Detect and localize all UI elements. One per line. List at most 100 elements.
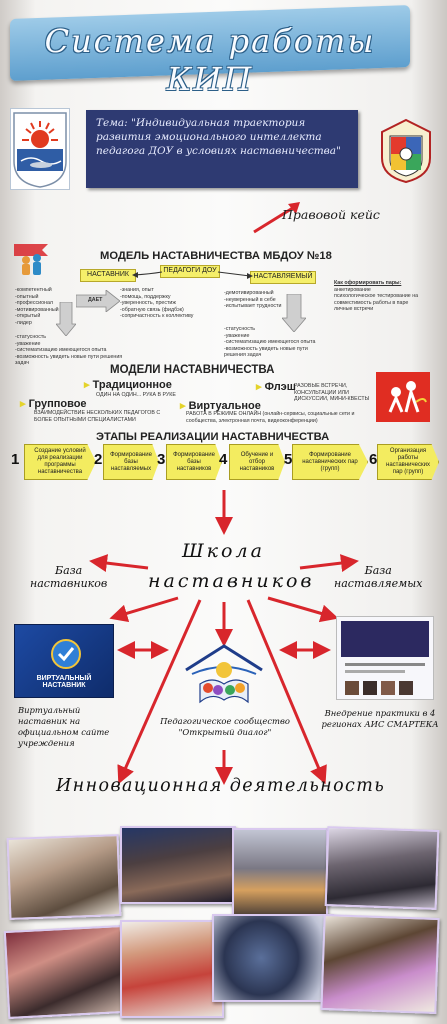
community-caption: Педагогическое сообщество "Открытый диал… — [160, 716, 290, 737]
mentee-base-line1: База — [364, 564, 392, 577]
virtual-mentor-caption: Виртуальный наставник на официальном сай… — [18, 705, 110, 748]
practices-caption: Внедрение практики в 4 регионах АИС СМАР… — [321, 708, 439, 729]
model-links — [132, 271, 253, 279]
collage-photo — [6, 834, 122, 920]
model-virtual-note: РАБОТА В РЕЖИМЕ ОНЛАЙН (онлайн-сервисы, … — [186, 411, 355, 424]
models-title: МОДЕЛИ НАСТАВНИЧЕСТВА — [110, 364, 275, 376]
mentor-gets-arrow-icon — [56, 302, 76, 336]
model-mentee-box: НАСТАВЛЯЕМЫЙ — [250, 271, 316, 284]
person-photo — [399, 681, 413, 695]
collage-photo — [232, 828, 328, 918]
model-mentor-box: НАСТАВНИК — [80, 269, 136, 282]
model-traditional-label: Традиционное — [92, 379, 172, 391]
bullet-icon: ▸ — [20, 398, 29, 410]
mentee-base-line2: наставляемых — [334, 577, 423, 590]
model-title: МОДЕЛЬ НАСТАВНИЧЕСТВА МБДОУ №18 — [100, 250, 332, 262]
mentee-gets: -статусность -уважение -систематизацию и… — [224, 326, 324, 359]
model-virtual: ▸ Виртуальное — [180, 399, 261, 412]
check-mark-icon — [51, 639, 81, 669]
trait-item: -обратную связь (фидбэк) — [120, 306, 184, 313]
trait-item: -уважение — [15, 340, 41, 347]
model-group-label: Групповое — [28, 398, 87, 410]
collage-photo — [120, 826, 236, 904]
collage-photo — [320, 914, 440, 1014]
model-traditional-note: ОДИН НА ОДИН... РУКА В РУКЕ — [96, 392, 176, 398]
model-virtual-label: Виртуальное — [188, 400, 261, 412]
trait-item: -демотивированный — [224, 290, 274, 296]
arrow-icon — [253, 202, 300, 234]
trait-item: -статусность — [224, 326, 256, 332]
mentor-gets: -статусность -уважение -систематизацию и… — [15, 334, 135, 367]
stage-number: 2 — [94, 451, 103, 468]
stage-box: Формирование наставнических пар (групп) — [292, 444, 368, 480]
gives-traits: -знания, опыт -помощь, поддержку -уверен… — [120, 287, 200, 320]
pairs-how-item: анкетирование — [334, 286, 371, 293]
collage-photo — [3, 924, 127, 1020]
trait-item: -систематизацию имеющегося опыта — [224, 339, 316, 345]
trait-item: -возможность увидеть новые пути решения … — [15, 353, 123, 367]
pairs-how: Как оформировать пары: анкетирование пси… — [334, 280, 444, 313]
model-flash-label: Флэш — [264, 381, 296, 393]
trait-item: -открытый — [15, 313, 41, 319]
kindergarten-emblem-icon — [378, 118, 434, 184]
stage-box: Формирование базы наставников — [166, 444, 222, 480]
theme-text: Тема: "Индивидуальная траектория развити… — [96, 117, 341, 157]
model-traditional: ▸ Традиционное — [84, 378, 172, 391]
model-flash: ▸ Флэш — [256, 380, 296, 393]
model-group-note: ВЗАИМОДЕЙСТВИЕ НЕСКОЛЬКИХ ПЕДАГОГОВ С БО… — [34, 410, 161, 423]
stage-number: 4 — [219, 451, 228, 468]
trait-item: -неуверенный в себе — [224, 296, 276, 303]
stage-box: Формирование базы наставляемых — [103, 444, 159, 480]
pairs-how-item: психологическое тестирование на совмести… — [334, 293, 419, 306]
practice-header-image — [341, 621, 429, 657]
stage-number: 1 — [11, 451, 20, 468]
mentor-base-line2: наставников — [30, 577, 108, 590]
model-group: ▸ Групповое — [20, 397, 87, 410]
innovation-title: Инновационная деятельность — [56, 776, 386, 796]
collage-photo — [212, 914, 334, 1002]
pairs-how-title: Как оформировать пары: — [334, 280, 402, 286]
trait-item: -компетентный — [15, 287, 52, 293]
stage-number: 3 — [157, 451, 166, 468]
virtual-mentor-banner: ВИРТУАЛЬНЫЙ НАСТАВНИК — [36, 675, 92, 689]
person-photo — [345, 681, 359, 695]
gives-label: ДАЕТ — [88, 297, 103, 303]
mentor-base-line1: База — [55, 564, 83, 577]
pairs-how-item: личные встречи — [334, 306, 374, 312]
stage-number: 6 — [369, 451, 378, 468]
model-center-box: ПЕДАГОГИ ДОУ — [160, 265, 220, 278]
trait-item: -возможность увидеть новые пути решения … — [224, 345, 308, 359]
stage-number: 5 — [284, 451, 293, 468]
trait-item: -систематизацию имеющегося опыта — [15, 347, 107, 353]
mentee-gets-arrow-icon — [282, 294, 306, 332]
mentee-base: База наставляемых — [334, 564, 422, 590]
trait-item: -сопричастность к коллективу — [120, 313, 194, 319]
open-book-logo-icon — [182, 640, 266, 710]
trait-item: -уважение — [224, 332, 250, 339]
mentor-traits: -компетентный -опытный -профессионал -мо… — [15, 287, 71, 326]
trait-item: -помощь, поддержку — [120, 293, 171, 300]
theme-plate: Тема: "Индивидуальная траектория развити… — [86, 110, 358, 188]
school-title-line1: Школа — [182, 540, 265, 562]
stage-box: Организация работы наставнических пар (г… — [377, 444, 439, 480]
trait-item: -профессионал — [15, 300, 53, 306]
stage-box: Создание условий для реализации программ… — [24, 444, 96, 480]
stage-box: Обучение и отбор наставников — [229, 444, 285, 480]
trait-item: -знания, опыт — [120, 287, 154, 293]
person-photo — [363, 681, 377, 695]
trait-item: -испытывает трудности — [224, 303, 282, 309]
text-line — [345, 663, 425, 666]
bullet-icon: ▸ — [180, 400, 189, 412]
trait-item: -мотивированный — [15, 306, 59, 313]
stages-title: ЭТАПЫ РЕАЛИЗАЦИИ НАСТАВНИЧЕСТВА — [96, 431, 330, 443]
model-flash-note: РАЗОВЫЕ ВСТРЕЧИ, КОНСУЛЬТАЦИИ ИЛИ ДИСКУС… — [294, 383, 370, 402]
city-crest-icon — [10, 108, 70, 190]
legal-case-label: Правовой кейс — [282, 207, 380, 222]
collage-photo — [120, 920, 224, 1018]
trait-item: -лидер — [15, 319, 32, 326]
person-photo — [381, 681, 395, 695]
mentee-traits: -демотивированный -неуверенный в себе -и… — [224, 290, 300, 310]
mentor-base: База наставников — [30, 564, 107, 590]
page-title: Система работы КИП — [44, 22, 376, 98]
